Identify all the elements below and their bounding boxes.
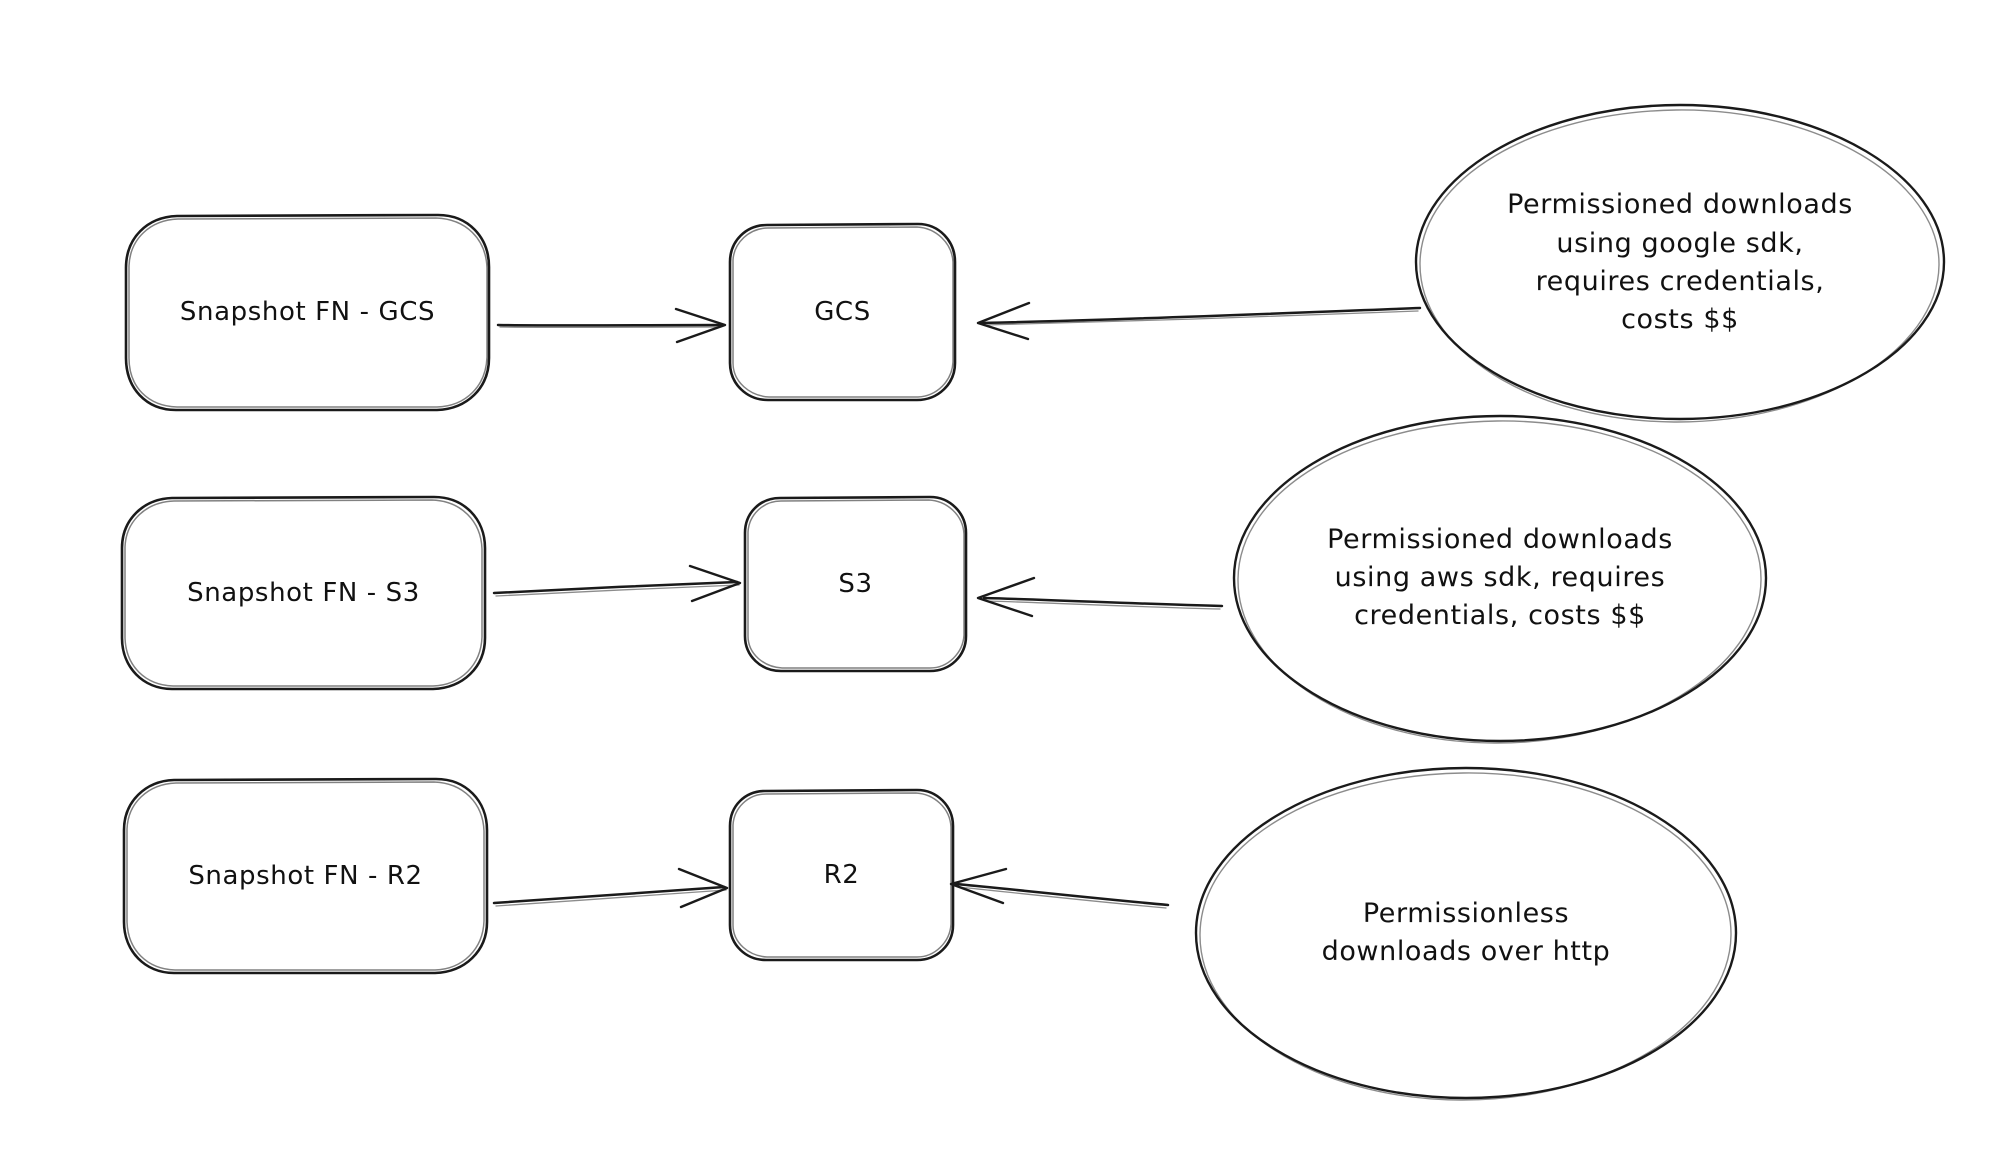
note-ellipse-r2[interactable]	[1194, 766, 1738, 1101]
arrow-snapshot-to-gcs	[496, 307, 727, 344]
source-box-gcs[interactable]	[124, 213, 491, 412]
note-ellipse-s3[interactable]	[1232, 414, 1768, 744]
arrow-snapshot-to-s3	[492, 564, 742, 603]
arrow-note-to-gcs	[976, 301, 1422, 341]
source-box-r2[interactable]	[122, 777, 489, 975]
note-ellipse-gcs[interactable]	[1414, 103, 1946, 423]
source-box-s3[interactable]	[120, 495, 487, 691]
store-box-gcs[interactable]	[728, 222, 957, 402]
store-box-s3[interactable]	[743, 495, 968, 673]
arrow-snapshot-to-r2	[492, 867, 729, 909]
arrow-note-to-r2	[949, 867, 1170, 909]
store-box-r2[interactable]	[728, 788, 955, 962]
arrow-note-to-s3	[976, 576, 1224, 618]
